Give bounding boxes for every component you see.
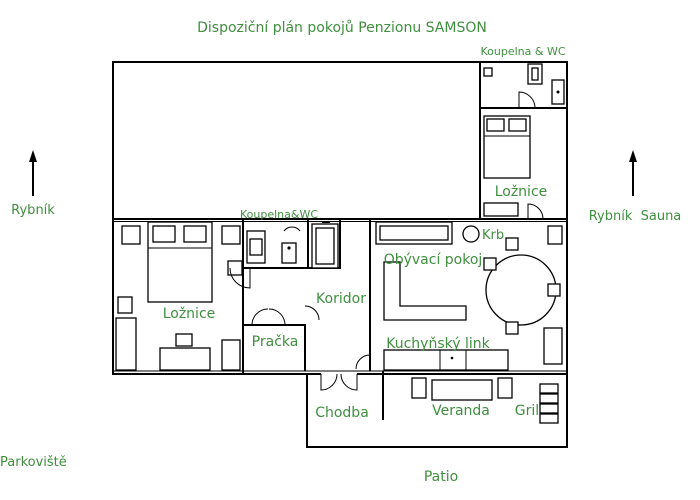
compass-left-label: Rybník	[11, 203, 55, 218]
label-grill: Gril	[515, 403, 539, 419]
room-labels: Koupelna & WC Ložnice Koupelna&WC Krb Ob…	[163, 45, 566, 421]
label-parking: Parkoviště	[0, 455, 67, 470]
label-veranda: Veranda	[432, 403, 490, 419]
label-kitchen: Kuchyňský link	[386, 336, 490, 352]
compass-right-label: Rybník Sauna	[589, 209, 682, 224]
label-bathroom-mid: Koupelna&WC	[240, 208, 318, 221]
laundry-room	[243, 219, 371, 371]
label-bedroom-top: Ložnice	[495, 184, 548, 200]
living-room	[375, 221, 563, 365]
hallway-doors	[320, 371, 384, 420]
arrow-right-icon	[629, 150, 637, 196]
arrow-left-icon	[29, 150, 37, 196]
plan-title: Dispoziční plán pokojů Penzionu SAMSON	[197, 20, 487, 36]
label-fireplace: Krb	[482, 228, 504, 243]
kitchen-counter	[383, 349, 509, 371]
label-laundry: Pračka	[252, 334, 299, 350]
label-bedroom-left: Ložnice	[163, 306, 216, 322]
wing-top-right	[479, 62, 567, 220]
bathroom-mid-room	[229, 219, 341, 289]
veranda-furniture	[411, 377, 559, 424]
label-patio: Patio	[424, 469, 458, 485]
label-living-room: Obývací pokoj	[384, 252, 483, 268]
bedroom-left-room	[115, 219, 244, 374]
label-corridor: Koridor	[316, 291, 366, 307]
label-hallway: Chodba	[315, 405, 369, 421]
label-bathroom-top: Koupelna & WC	[480, 45, 565, 58]
